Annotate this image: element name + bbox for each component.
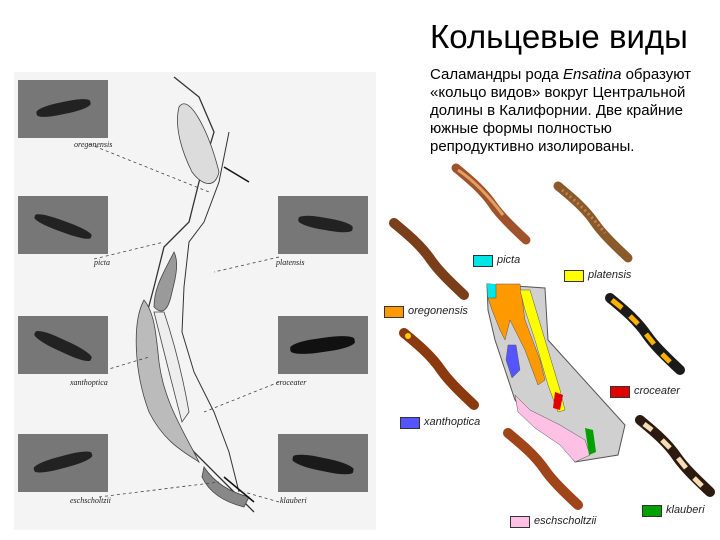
bw-label-platensis: platensis [276, 258, 305, 267]
bw-line-eschscholtzii [98, 481, 220, 498]
photo-xanthoptica [18, 316, 108, 374]
range-xanthoptica [505, 344, 521, 379]
bw-label-picta: picta [94, 258, 110, 267]
salamander-platensis-icon [553, 181, 633, 263]
swatch-croceater [610, 386, 630, 398]
range-klauberi [585, 428, 596, 455]
label-platensis: platensis [588, 269, 632, 281]
swatch-klauberi [642, 505, 662, 517]
bw-inland-border [181, 131, 240, 493]
bw-south [201, 465, 250, 508]
label-croceater: croceater [634, 385, 680, 397]
salamander-xanthoptica-icon [399, 328, 479, 410]
photo-oregonensis [18, 80, 108, 138]
description-after: образуют «кольцо видов» вокруг Центральн… [430, 66, 692, 155]
swatch-eschscholtzii [510, 516, 530, 528]
label-oregonensis: oregonensis [408, 305, 468, 317]
photo-picta [18, 196, 108, 254]
bw-line-platensis [213, 256, 280, 273]
bw-line-klauberi [243, 491, 280, 503]
range-platensis [519, 289, 566, 413]
photo-croceater [278, 316, 368, 374]
description-genus: Ensatina [563, 66, 622, 83]
label-picta: picta [497, 254, 521, 266]
bw-label-xanthoptica: xanthoptica [70, 378, 108, 387]
swatch-picta [473, 255, 493, 267]
bw-line-picta [93, 241, 165, 260]
range-picta [487, 284, 496, 298]
range-croceater [553, 392, 563, 410]
swatch-oregonensis [384, 306, 404, 318]
range-eschscholtzii [514, 394, 591, 463]
label-xanthoptica: xanthoptica [424, 416, 481, 428]
label-klauberi: klauberi [666, 504, 705, 516]
salamander-picta-icon [451, 163, 531, 245]
salamander-oregonensis-icon [389, 218, 469, 300]
range-oregonensis [487, 283, 546, 386]
bw-map-drawing [88, 76, 280, 513]
swatch-platensis [564, 270, 584, 282]
salamander-croceater-icon [605, 293, 685, 375]
bw-ring-map: oregonensis picta platensis xanthoptica … [14, 72, 376, 530]
bw-label-eschscholtzii: eschscholtzii [70, 496, 111, 505]
photo-eschscholtzii [18, 434, 108, 492]
swatch-xanthoptica [400, 417, 420, 429]
bw-north-range [177, 103, 220, 184]
salamander-eschscholtzii-icon [503, 428, 583, 510]
label-eschscholtzii: eschscholtzii [534, 515, 597, 527]
description-text: Саламандры рода Ensatina образуют «кольц… [430, 66, 712, 156]
bw-ring-east [153, 251, 178, 312]
bw-line-croceater [203, 381, 280, 413]
bw-barrier-south [223, 476, 255, 503]
photo-klauberi [278, 434, 368, 492]
bw-ring-west [135, 299, 201, 464]
photo-platensis [278, 196, 368, 254]
salamander-klauberi-icon [635, 415, 715, 497]
bw-barrier-north [223, 166, 250, 183]
page-title: Кольцевые виды [430, 18, 688, 55]
bw-label-croceater: croceater [276, 378, 307, 387]
bw-label-klauberi: klauberi [280, 496, 307, 505]
bw-label-oregonensis: oregonensis [74, 140, 113, 149]
description-before: Саламандры рода [430, 66, 564, 83]
bw-valley [153, 311, 190, 423]
